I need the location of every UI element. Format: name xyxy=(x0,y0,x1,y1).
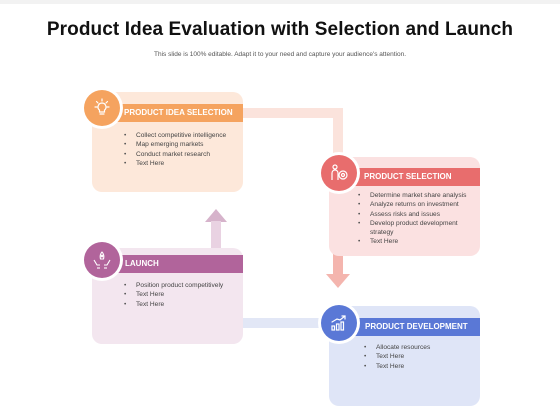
heading-product-selection: PRODUCT SELECTION xyxy=(364,172,452,181)
list-item: Text Here xyxy=(364,352,476,362)
growth-chart-icon xyxy=(331,315,346,331)
page-subtitle: This slide is 100% editable. Adapt it to… xyxy=(153,51,406,58)
circle-product-selection xyxy=(321,155,357,191)
list-item: Develop product development strategy xyxy=(358,219,476,238)
list-item: Text Here xyxy=(124,159,242,169)
circle-launch xyxy=(84,242,120,278)
heading-product-idea-selection: PRODUCT IDEA SELECTION xyxy=(124,108,233,117)
list-product-idea-selection: Collect competitive intelligence Map eme… xyxy=(124,131,242,168)
arrow-selection-to-development xyxy=(326,252,350,288)
top-strip xyxy=(0,0,560,4)
list-item: Map emerging markets xyxy=(124,140,242,150)
list-item: Text Here xyxy=(364,362,476,372)
list-product-selection: Determine market share analysis Analyze … xyxy=(358,191,476,247)
header-launch: LAUNCH xyxy=(106,255,243,273)
list-item: Position product competitively xyxy=(124,281,242,291)
list-item: Text Here xyxy=(358,237,476,247)
list-launch: Position product competitively Text Here… xyxy=(124,281,242,309)
list-item: Conduct market research xyxy=(124,150,242,160)
heading-launch: LAUNCH xyxy=(125,259,159,268)
page-title: Product Idea Evaluation with Selection a… xyxy=(46,19,514,40)
connector-idea-to-selection xyxy=(242,108,342,118)
list-item: Collect competitive intelligence xyxy=(124,131,242,141)
list-product-development: Allocate resources Text Here Text Here xyxy=(364,343,476,371)
list-item: Text Here xyxy=(124,300,242,310)
person-target-icon xyxy=(331,164,348,180)
connector-development-to-launch xyxy=(240,318,332,328)
circle-product-development xyxy=(321,305,357,341)
circle-product-idea-selection xyxy=(84,90,120,126)
list-item: Text Here xyxy=(124,290,242,300)
hands-rocket-icon xyxy=(93,251,111,269)
list-item: Determine market share analysis xyxy=(358,191,476,201)
heading-product-development: PRODUCT DEVELOPMENT xyxy=(365,322,468,331)
lightbulb-icon xyxy=(94,98,110,115)
list-item: Analyze returns on investment xyxy=(358,200,476,210)
arrow-launch-to-idea xyxy=(205,209,227,256)
header-product-idea-selection: PRODUCT IDEA SELECTION xyxy=(100,104,243,122)
list-item: Allocate resources xyxy=(364,343,476,353)
header-product-selection: PRODUCT SELECTION xyxy=(344,168,480,186)
header-product-development: PRODUCT DEVELOPMENT xyxy=(346,318,480,336)
list-item: Assess risks and issues xyxy=(358,210,476,220)
connector-selection-down xyxy=(333,108,343,168)
